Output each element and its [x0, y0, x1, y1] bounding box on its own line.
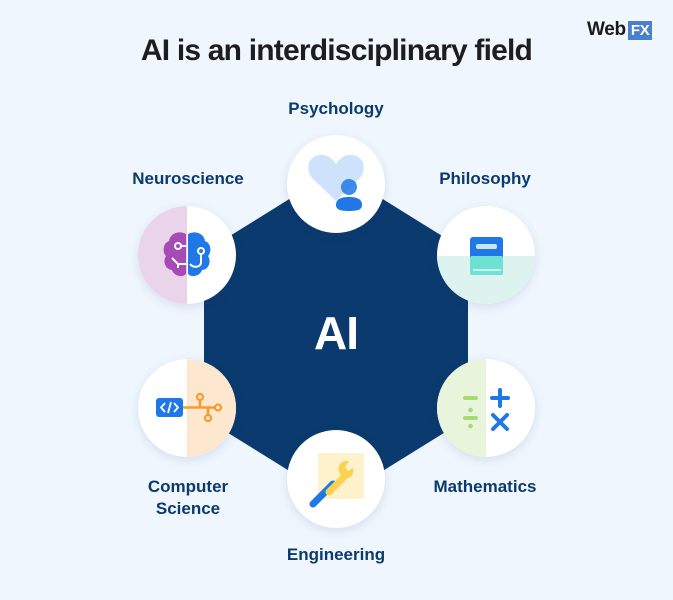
label-computer-science-line1: Computer [147, 477, 229, 496]
center-ai-label: AI [314, 307, 359, 359]
circle-neuroscience [138, 206, 236, 304]
circle-psychology [287, 135, 385, 233]
webfx-logo: Web FX [587, 19, 653, 41]
label-computer-science-line2: Science [155, 499, 221, 518]
page-title: AI is an interdisciplinary field [140, 34, 533, 67]
circle-computer-science [138, 359, 236, 457]
logo-text: Web [587, 19, 626, 40]
circle-engineering [287, 430, 385, 528]
circle-mathematics [437, 359, 535, 457]
label-neuroscience: Neuroscience [132, 169, 244, 188]
label-psychology: Psychology [288, 99, 384, 118]
label-philosophy: Philosophy [439, 169, 531, 188]
math-operators-icon [437, 359, 510, 457]
brain-circuit-icon [138, 206, 211, 304]
book-icon [437, 237, 535, 304]
label-engineering: Engineering [286, 545, 386, 564]
wrench-icon [309, 453, 364, 508]
circle-philosophy [437, 206, 535, 304]
label-mathematics: Mathematics [433, 477, 537, 496]
heart-person-icon [308, 154, 364, 211]
label-computer-science: Computer Science [108, 476, 268, 520]
logo-badge: FX [627, 20, 653, 40]
code-network-icon [156, 359, 236, 457]
